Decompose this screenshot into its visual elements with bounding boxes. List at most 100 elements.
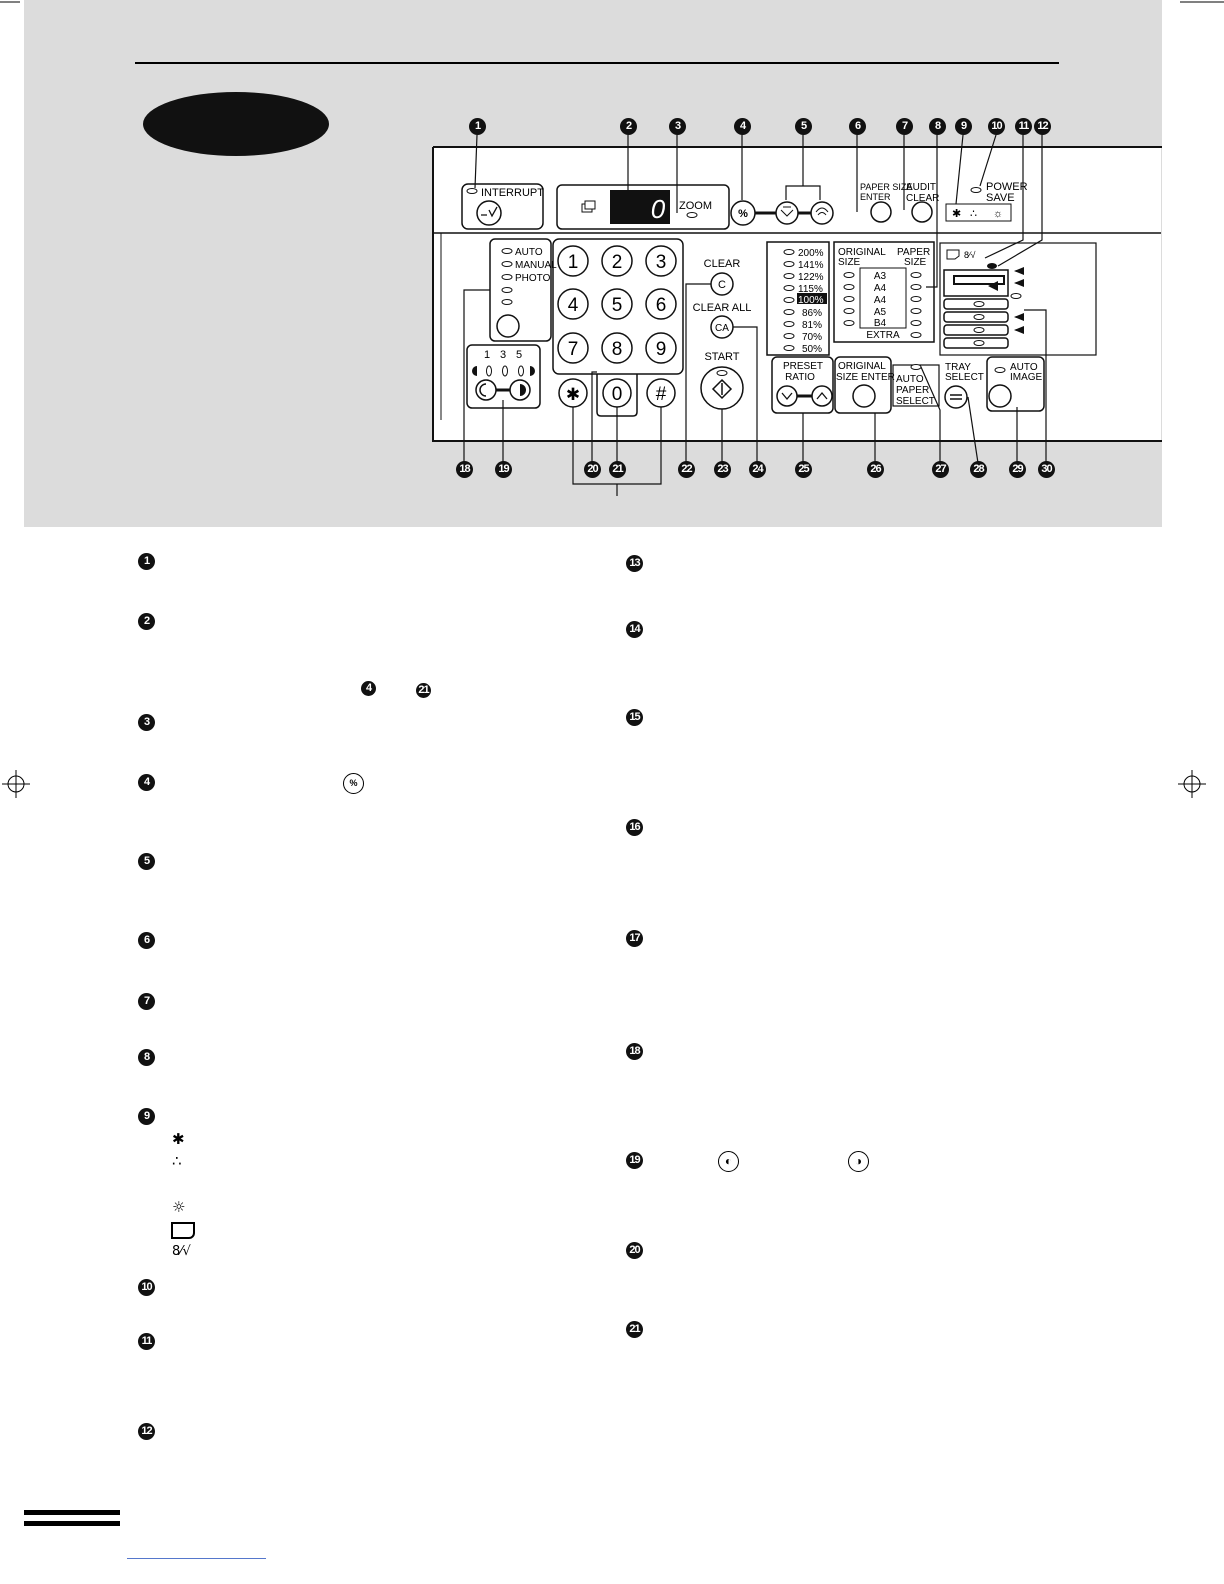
original-size-enter-button[interactable]: [852, 384, 876, 408]
item-3: 3: [138, 714, 155, 731]
callout-24: 24: [749, 461, 766, 478]
paper-tray-diagram: [943, 263, 1024, 349]
callout-leaders: [463, 134, 1047, 496]
callout-23: 23: [714, 461, 731, 478]
ratio-122: 122%: [798, 272, 824, 283]
key-9: 9: [656, 339, 667, 360]
ratio-down-button[interactable]: [776, 385, 798, 407]
inline-ref-21: 21: [416, 683, 431, 698]
original-size-label-1: ORIGINAL: [838, 247, 886, 258]
item-13: 13: [626, 555, 643, 572]
zoom-down-key[interactable]: [775, 201, 799, 225]
power-save-indicator: [970, 187, 982, 193]
original-size-label-2: SIZE: [838, 257, 861, 268]
item-11: 11: [138, 1333, 155, 1350]
paper-size-label-1: PAPER: [897, 247, 930, 258]
callout-26: 26: [867, 461, 884, 478]
zoom-indicator: [686, 212, 698, 218]
ratio-indicator: [783, 261, 795, 267]
copy-count-display: [610, 190, 670, 224]
paper-size-label-2: SIZE: [904, 257, 927, 268]
audit-clear-label-1: AUDIT: [906, 182, 936, 193]
callout-8: 8: [929, 118, 946, 135]
ratio-200: 200%: [798, 248, 824, 259]
mode-manual: MANUAL: [515, 260, 557, 271]
item-1: 1: [138, 553, 155, 570]
size-indicator: [843, 284, 855, 290]
tray-select-label-2: SELECT: [945, 372, 984, 383]
original-size-enter-frame: [834, 356, 892, 414]
ratio-indicator: [783, 285, 795, 291]
percent-label: %: [738, 208, 748, 220]
exposure-scale-5: 5: [516, 349, 522, 361]
original-size-enter-label-2: SIZE ENTER: [836, 372, 895, 383]
zoom-up-key[interactable]: [810, 201, 834, 225]
paper-size-enter-button[interactable]: [870, 201, 892, 223]
display-frame: [556, 184, 730, 230]
key-1: 1: [568, 252, 579, 273]
interrupt-frame: [461, 183, 544, 230]
start-ready-indicator: [716, 370, 728, 376]
footer-bar-bottom: [24, 1521, 120, 1526]
footer-bar-top: [24, 1510, 120, 1515]
callout-9: 9: [955, 118, 972, 135]
ratio-70: 70%: [802, 332, 822, 343]
callout-25: 25: [795, 461, 812, 478]
light-icon: [479, 383, 487, 397]
maintenance-icon: ☼: [172, 1198, 186, 1216]
ratio-115: 115%: [798, 284, 823, 295]
callout-20: 20: [584, 461, 601, 478]
item-2: 2: [138, 613, 155, 630]
key-6: 6: [656, 295, 667, 316]
paper-icon: [171, 1222, 195, 1239]
star-key-label: ✱: [566, 385, 580, 404]
auto-image-label-1: AUTO: [1010, 362, 1038, 373]
clear-label: CLEAR: [704, 258, 741, 270]
callout-21: 21: [609, 461, 626, 478]
tray-select-button[interactable]: [944, 385, 968, 409]
darker-button[interactable]: [509, 379, 531, 401]
callout-28: 28: [970, 461, 987, 478]
auto-image-label-2: IMAGE: [1010, 372, 1043, 383]
dark-icon: [520, 384, 526, 396]
interrupt-button[interactable]: [476, 200, 502, 226]
chevron-down-icon: [781, 392, 793, 401]
callout-22: 22: [678, 461, 695, 478]
chevron-up-icon: [816, 391, 828, 400]
ratio-indicator: [783, 273, 795, 279]
ratio-up-button[interactable]: [811, 385, 833, 407]
footer-link-line: [127, 1558, 266, 1559]
clear-all-label: CLEAR ALL: [693, 302, 752, 314]
interrupt-indicator: [466, 188, 478, 194]
toner-icon: ✱: [172, 1130, 185, 1148]
item-12: 12: [138, 1423, 155, 1440]
ratio-100: 100%: [798, 295, 824, 306]
zoom-percent-key[interactable]: [730, 200, 756, 226]
exposure-scale-3: 3: [500, 349, 506, 361]
item-4: 4: [138, 774, 155, 791]
callout-10: 10: [988, 118, 1005, 135]
lighter-button[interactable]: [475, 379, 497, 401]
item-6: 6: [138, 932, 155, 949]
ratio-indicators: [783, 249, 795, 351]
audit-clear-button[interactable]: [911, 201, 933, 223]
misfeed-icon: ∴: [172, 1152, 182, 1170]
callout-18: 18: [456, 461, 473, 478]
exposure-level-indicators: [472, 365, 535, 377]
callout-2: 2: [620, 118, 637, 135]
ratio-indicator: [783, 333, 795, 339]
auto-image-button[interactable]: [988, 384, 1012, 408]
callout-1: 1: [469, 118, 486, 135]
exposure-mode-button[interactable]: [496, 314, 520, 338]
key-2: 2: [612, 252, 623, 273]
size-indicator: [910, 272, 922, 278]
item-20: 20: [626, 1242, 643, 1259]
numeric-keypad[interactable]: [557, 245, 677, 364]
callout-29: 29: [1009, 461, 1026, 478]
callout-19: 19: [495, 461, 512, 478]
size-a5: A5: [874, 307, 887, 318]
misfeed-status-icon: ∴: [970, 208, 977, 220]
size-a4r: A4: [874, 295, 887, 306]
interrupt-label: INTERRUPT: [481, 187, 544, 199]
item-7: 7: [138, 993, 155, 1010]
